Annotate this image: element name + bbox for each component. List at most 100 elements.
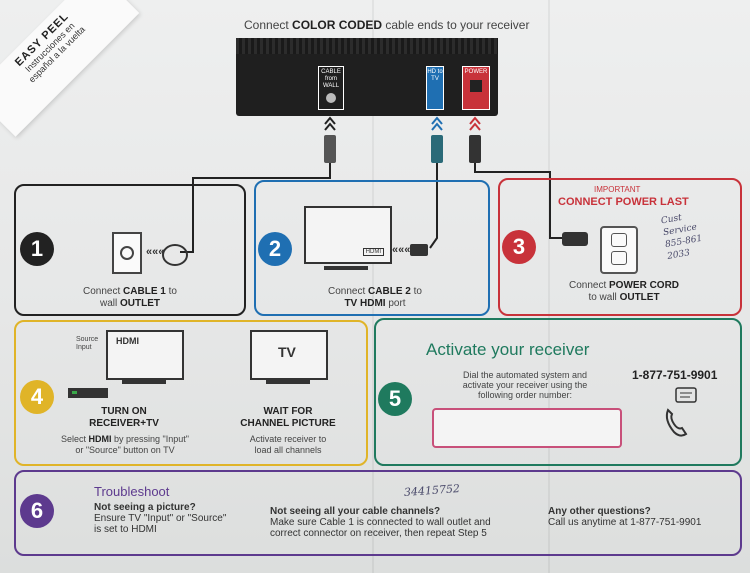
paper-fold	[372, 0, 374, 573]
tv-stand	[266, 380, 310, 384]
cable-1-line	[180, 163, 331, 253]
tv-icon: HDMI	[106, 330, 184, 380]
step-4-panel	[14, 320, 368, 466]
tv-icon: HDMI	[304, 206, 392, 264]
trouble-q1-text: is set to HDMI	[94, 524, 157, 535]
trouble-q1-text: Ensure TV "Input" or "Source"	[94, 513, 227, 524]
step-6-panel	[14, 470, 742, 556]
receiver-box: CABLE from WALL HD to TV POWER	[236, 38, 498, 116]
tv-screen-text: TV	[278, 344, 296, 360]
step-4-text: load all channels	[254, 445, 322, 455]
source-label: Source	[76, 336, 99, 343]
handwritten-service-note: Cust Service 855-861 2033	[660, 209, 705, 263]
power-jack-icon	[470, 80, 482, 92]
step-3-text: Connect	[568, 280, 610, 291]
paper-fold	[548, 0, 550, 573]
step-1-caption: Connect CABLE 1 to wall OUTLET	[60, 286, 200, 310]
step-2-panel	[254, 180, 490, 316]
step-5-body: Dial the automated system and activate y…	[440, 370, 610, 400]
step-4-right-title: WAIT FOR CHANNEL PICTURE	[228, 406, 348, 430]
step-5-text: following order number:	[477, 390, 573, 400]
tv-stand	[122, 380, 166, 384]
step-6-badge: 6	[20, 494, 54, 528]
power-cord-line	[474, 163, 568, 239]
port-hd-to-tv: HD to TV	[426, 66, 444, 110]
chevron-up-icon	[469, 116, 481, 131]
wall-outlet-icon	[112, 232, 142, 274]
step-3-bold: OUTLET	[619, 292, 660, 303]
step-1-panel	[14, 184, 246, 316]
trouble-q3: Any other questions? Call us anytime at …	[548, 506, 701, 528]
step-4-title-line: TURN ON	[101, 406, 147, 417]
step-4-left-title: TURN ON RECEIVER+TV	[64, 406, 184, 430]
port-power: POWER	[462, 66, 490, 110]
step-2-bold: TV HDMI	[344, 298, 386, 309]
step-2-caption: Connect CABLE 2 to TV HDMI port	[300, 286, 450, 310]
activation-phone-number: 1-877-751-9901	[632, 368, 718, 382]
input-label: Input	[76, 344, 92, 351]
step-4-left-body: Select HDMI by pressing "Input" or "Sour…	[40, 434, 210, 456]
troubleshoot-title: Troubleshoot	[94, 484, 170, 499]
step-5-title: Activate your receiver	[426, 340, 590, 359]
step-3-caption: Connect POWER CORD to wall OUTLET	[554, 280, 694, 304]
phone-icon	[665, 387, 697, 437]
coax-plug-icon	[324, 135, 336, 163]
step-1-bold: CABLE 1	[123, 286, 166, 297]
trouble-q1-title: Not seeing a picture?	[94, 502, 196, 513]
port-hdmi-label: HD to TV	[427, 69, 443, 82]
tv-stand	[324, 266, 368, 270]
step-2-text: Connect	[328, 286, 369, 297]
step-3-text: to wall	[588, 292, 620, 303]
step-5-text: Dial the automated system and	[462, 370, 588, 380]
step-2-badge: 2	[258, 232, 292, 266]
step-4-badge: 4	[20, 380, 54, 414]
chevron-up-icon	[324, 116, 336, 131]
port-cable-from-wall: CABLE from WALL	[318, 66, 344, 110]
chevron-up-icon	[431, 116, 443, 131]
step-5-panel	[374, 318, 742, 466]
power-plug-icon	[469, 135, 481, 163]
step-4-title-line: WAIT FOR	[263, 406, 313, 417]
port-cable-label: CABLE from WALL	[321, 69, 341, 89]
coax-connector-icon	[162, 244, 188, 266]
page-title: Connect COLOR CODED cable ends to your r…	[244, 18, 529, 32]
step-1-text: to	[165, 286, 177, 297]
receiver-icon	[68, 388, 108, 398]
title-post: cable ends to your receiver	[382, 18, 530, 32]
step-3-panel	[498, 178, 742, 316]
port-power-label: POWER	[464, 69, 488, 75]
step-1-badge: 1	[20, 232, 54, 266]
step-4-title-line: RECEIVER+TV	[89, 418, 159, 429]
step-5-badge: 5	[378, 382, 412, 416]
tv-hdmi-screen: HDMI	[116, 336, 139, 346]
step-4-title-line: CHANNEL PICTURE	[240, 418, 336, 429]
order-number-field[interactable]	[432, 408, 622, 448]
step-2-text: port	[385, 298, 406, 309]
step-4-bold: HDMI	[88, 434, 112, 444]
step-4-right-body: Activate receiver to load all channels	[228, 434, 348, 456]
step-2-text: to	[410, 286, 422, 297]
step-3-badge: 3	[502, 230, 536, 264]
power-outlet-icon	[600, 226, 638, 274]
title-bold: COLOR CODED	[292, 18, 383, 32]
trouble-q2: Not seeing all your cable channels? Make…	[270, 506, 491, 539]
power-plug-icon	[562, 232, 588, 246]
step-1-text: wall	[99, 298, 120, 309]
trouble-q2-text: Make sure Cable 1 is connected to wall o…	[270, 517, 491, 528]
step-3-bold: POWER CORD	[609, 280, 680, 291]
receiver-vent	[236, 38, 498, 54]
trouble-q2-title: Not seeing all your cable channels?	[270, 506, 441, 517]
step-4-text: Select	[61, 434, 89, 444]
trouble-q3-text: Call us anytime at 1-877-751-9901	[548, 517, 702, 528]
important-label: IMPORTANT	[594, 185, 641, 194]
step-4-text: Activate receiver to	[249, 434, 327, 444]
trouble-q2-text: correct connector on receiver, then repe…	[270, 528, 487, 539]
trouble-q1: Not seeing a picture? Ensure TV "Input" …	[94, 502, 226, 535]
source-input-label: Source Input	[76, 336, 98, 352]
step-5-text: activate your receiver using the	[462, 380, 588, 390]
step-1-bold: OUTLET	[120, 298, 160, 309]
hdmi-port-label: HDMI	[362, 248, 384, 256]
cable-2-line	[429, 163, 438, 249]
hdmi-plug-icon	[410, 244, 428, 256]
